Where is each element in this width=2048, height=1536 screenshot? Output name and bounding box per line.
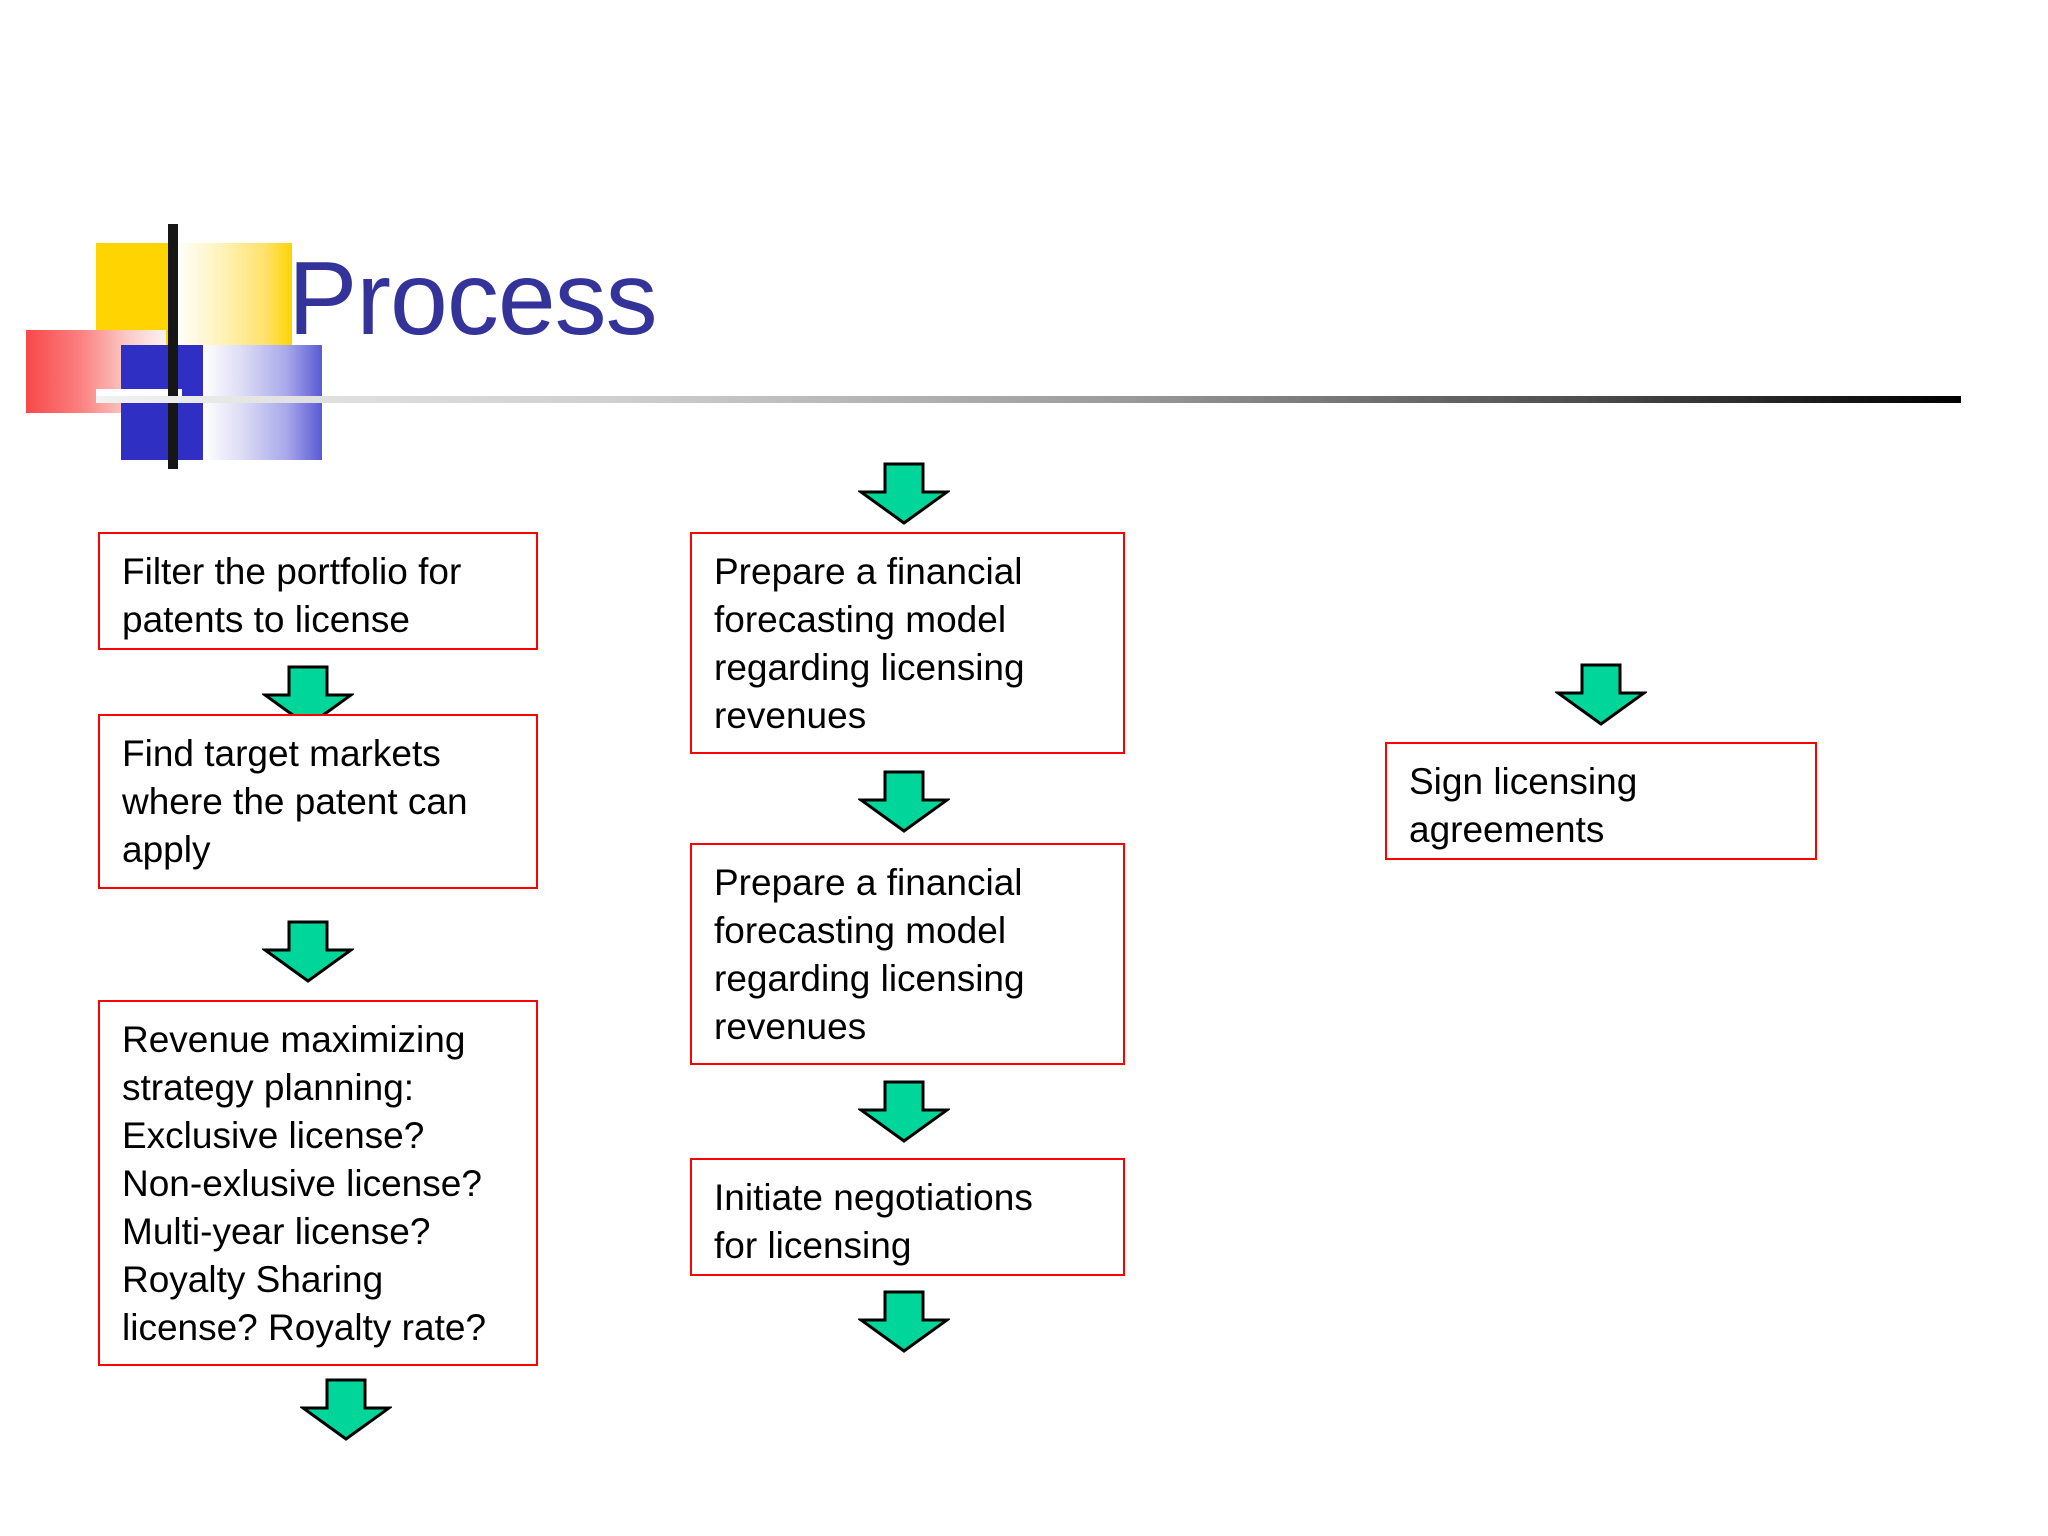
flow-arrow-2 bbox=[262, 920, 354, 984]
title-divider-rule bbox=[96, 396, 1961, 403]
logo-yellow-gradient-icon bbox=[174, 243, 292, 353]
flow-box-find-target-markets[interactable]: Find target markets where the patent can… bbox=[98, 714, 538, 889]
flow-box-sign-agreements[interactable]: Sign licensing agreements bbox=[1385, 742, 1817, 860]
flow-arrow-5 bbox=[858, 770, 950, 834]
flow-box-initiate-negotiations[interactable]: Initiate negotiations for licensing bbox=[690, 1158, 1125, 1276]
flow-arrow-3 bbox=[300, 1378, 392, 1442]
flow-box-filter-portfolio[interactable]: Filter the portfolio for patents to lice… bbox=[98, 532, 538, 650]
flow-box-financial-model-2[interactable]: Prepare a financial forecasting model re… bbox=[690, 843, 1125, 1065]
page-title: Process bbox=[288, 241, 658, 357]
flow-arrow-1 bbox=[262, 665, 354, 729]
flow-arrow-7 bbox=[858, 1290, 950, 1354]
flow-arrow-6 bbox=[858, 1080, 950, 1144]
flow-box-financial-model-1[interactable]: Prepare a financial forecasting model re… bbox=[690, 532, 1125, 754]
flow-arrow-4 bbox=[858, 462, 950, 526]
flow-box-revenue-strategy[interactable]: Revenue maximizing strategy planning: Ex… bbox=[98, 1000, 538, 1366]
logo-vertical-line-icon bbox=[168, 224, 178, 469]
flow-arrow-8 bbox=[1555, 663, 1647, 727]
